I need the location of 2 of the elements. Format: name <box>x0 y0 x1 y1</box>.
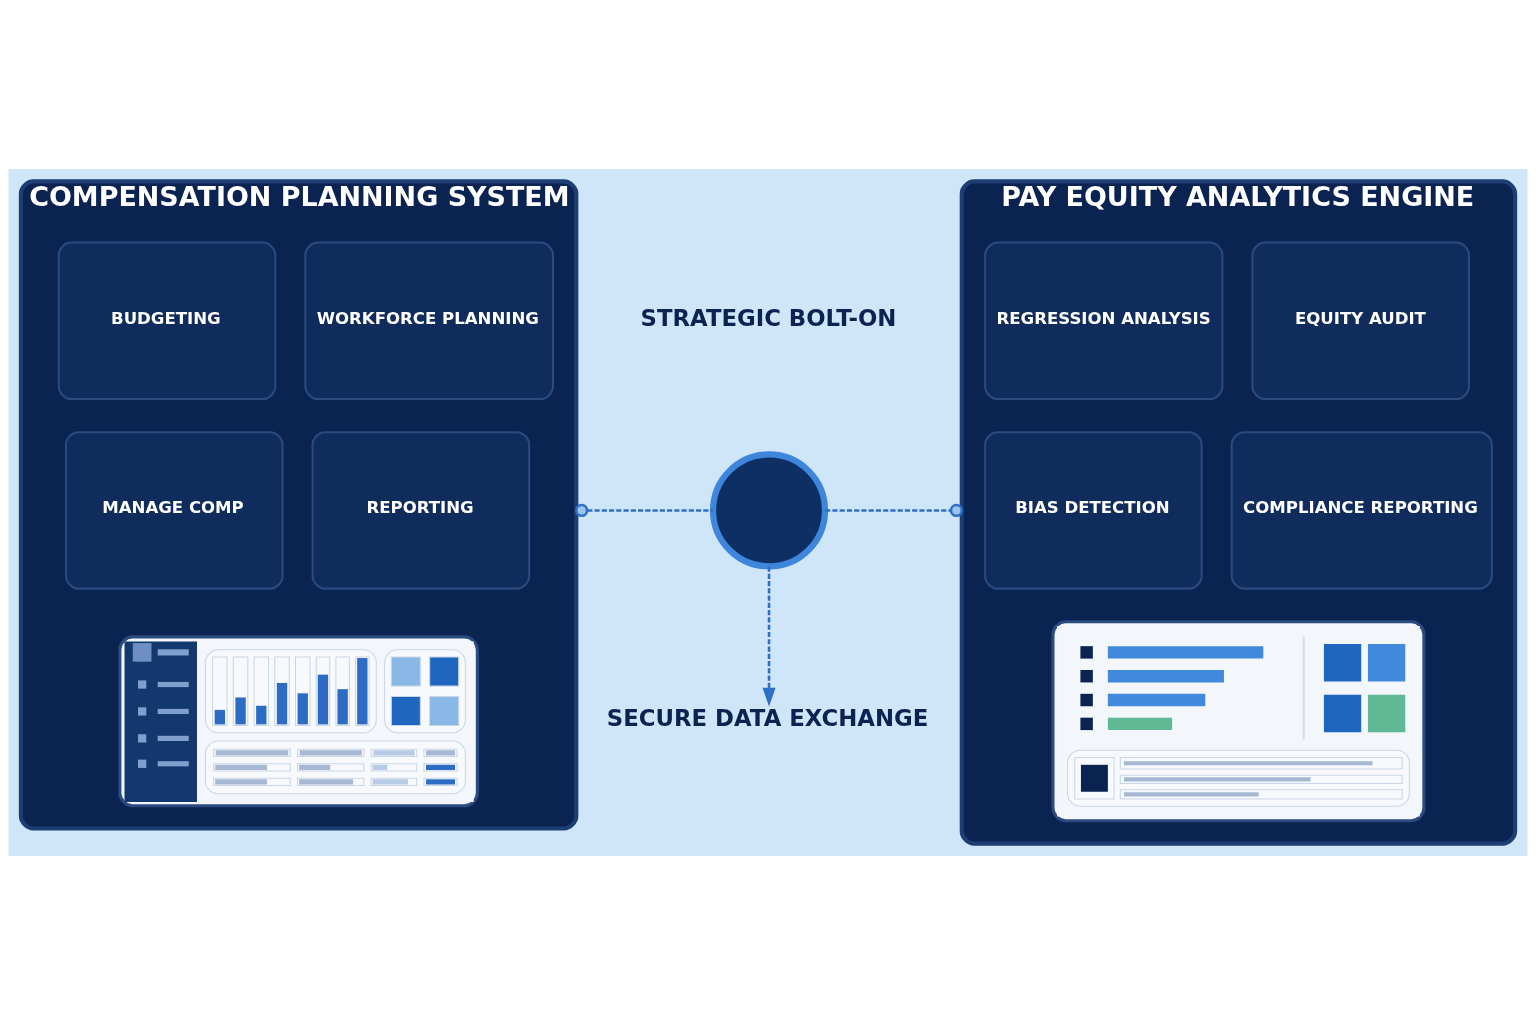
label: STRATEGIC BOLT-ON <box>640 304 897 331</box>
node-text: SECURE DATA EXCHANGE <box>606 704 929 731</box>
